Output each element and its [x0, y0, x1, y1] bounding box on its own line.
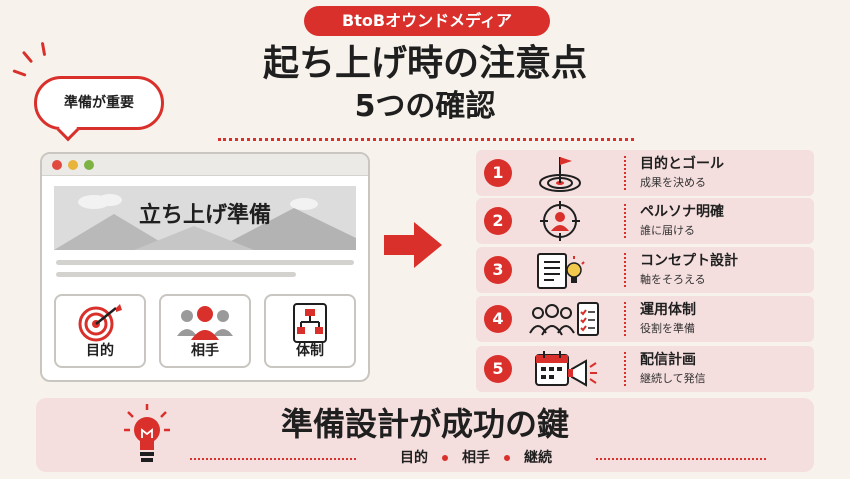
keyword: 目的 [400, 450, 428, 466]
text-line [56, 260, 354, 265]
banner-title: 準備設計が成功の鍵 [280, 405, 569, 443]
target-flag-icon [539, 157, 581, 192]
keyword: 継続 [524, 450, 552, 466]
step-title: 目的とゴール [640, 156, 724, 172]
title-divider [218, 138, 634, 141]
step-number: 3 [484, 256, 512, 284]
card-purpose: 目的 [54, 294, 146, 368]
speech-bubble: 準備が重要 [34, 76, 164, 130]
media-badge: BtoBオウンドメディア [304, 6, 550, 36]
card-label: 目的 [86, 343, 114, 359]
hero-title: 立ち上げ準備 [138, 203, 271, 228]
banner-keywords: 目的 相手 継続 [356, 449, 596, 467]
step-number: 2 [484, 207, 512, 235]
step-subtitle: 役割を準備 [640, 322, 695, 335]
org-chart-icon [266, 302, 354, 344]
card-label: 相手 [191, 343, 219, 359]
step-number: 1 [484, 159, 512, 187]
hero-image: 立ち上げ準備 [54, 186, 356, 250]
text-line [56, 272, 296, 277]
step-divider [624, 156, 626, 190]
browser-toolbar [42, 154, 368, 176]
step-3: 3 コンセプト設計 軸をそろえる [476, 247, 814, 293]
people-icon [161, 302, 249, 344]
document-bulb-icon [537, 253, 585, 289]
calendar-megaphone-icon [535, 351, 597, 387]
close-dot-icon [52, 160, 62, 170]
step-title: 運用体制 [640, 302, 696, 318]
summary-banner: 準備設計が成功の鍵 目的 相手 継続 [36, 398, 814, 472]
keyword-dot-icon [504, 455, 510, 461]
mountain-icon [54, 194, 356, 250]
banner-divider-left [190, 458, 356, 460]
step-subtitle: 成果を決める [640, 176, 706, 189]
team-checklist-icon [529, 302, 599, 336]
step-5: 5 配信計画 継続して発信 [476, 346, 814, 392]
card-audience: 相手 [159, 294, 251, 368]
step-4: 4 運用体制 役割を準備 [476, 296, 814, 342]
card-structure: 体制 [264, 294, 356, 368]
banner-divider-right [596, 458, 766, 460]
light-bulb-icon [124, 404, 170, 462]
arrow-right-icon [384, 222, 442, 268]
step-2: 2 ペルソナ明確 誰に届ける [476, 198, 814, 244]
step-number: 5 [484, 355, 512, 383]
step-divider [624, 352, 626, 386]
step-title: 配信計画 [640, 352, 696, 368]
step-title: コンセプト設計 [640, 253, 738, 269]
target-icon [56, 302, 144, 344]
step-subtitle: 継続して発信 [640, 372, 706, 385]
card-label: 体制 [296, 343, 324, 359]
step-divider [624, 253, 626, 287]
keyword-dot-icon [442, 455, 448, 461]
step-number: 4 [484, 305, 512, 333]
persona-target-icon [540, 201, 580, 241]
keyword: 相手 [462, 450, 490, 466]
maximize-dot-icon [84, 160, 94, 170]
minimize-dot-icon [68, 160, 78, 170]
step-1: 1 目的とゴール 成果を決める [476, 150, 814, 196]
browser-window: 立ち上げ準備 目的 相手 [40, 152, 370, 382]
step-title: ペルソナ明確 [640, 204, 724, 220]
page-subtitle: 5つの確認 [354, 89, 496, 124]
step-subtitle: 軸をそろえる [640, 273, 706, 286]
step-subtitle: 誰に届ける [640, 224, 695, 237]
step-divider [624, 204, 626, 238]
step-divider [624, 302, 626, 336]
page-title: 起ち上げ時の注意点 [262, 43, 587, 84]
